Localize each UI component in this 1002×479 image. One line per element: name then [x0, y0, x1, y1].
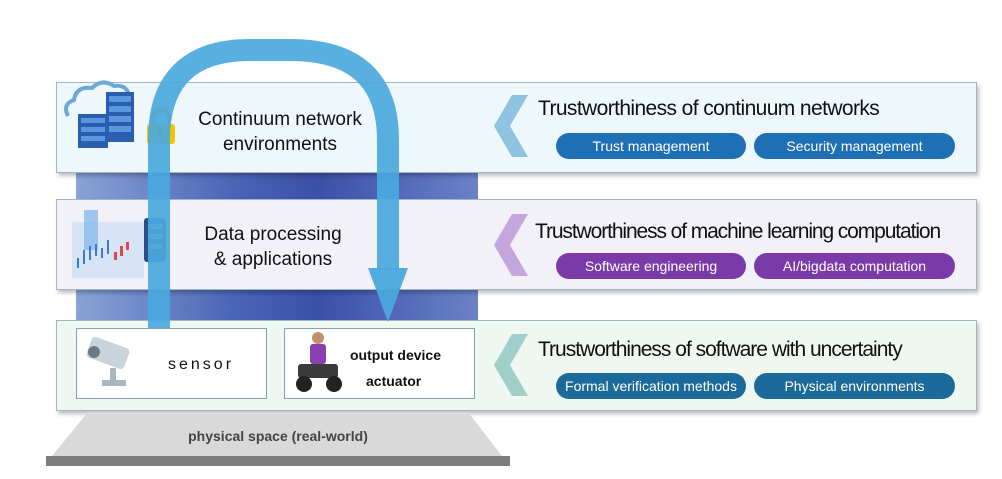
physical-space-base	[46, 412, 510, 466]
security-management-pill: Security management	[754, 133, 955, 159]
layer3-right-title: Trustworthiness of software with uncerta…	[538, 338, 903, 361]
physical-environments-pill: Physical environments	[754, 373, 955, 399]
trust-management-pill: Trust management	[556, 133, 746, 159]
sensor-label: sensor	[168, 356, 235, 373]
layer1-title: Continuum network environments	[175, 107, 385, 157]
chevron-left-icon	[494, 334, 528, 396]
ai-bigdata-pill: AI/bigdata computation	[754, 253, 955, 279]
physical-space-label: physical space (real-world)	[188, 428, 368, 444]
actuator-label: actuator	[366, 373, 422, 389]
layer1-right-title: Trustworthiness of continuum networks	[538, 97, 880, 120]
layer1-title-line2: environments	[222, 134, 338, 155]
layer2-title-line1: Data processing	[204, 224, 342, 245]
chevron-left-icon	[494, 214, 528, 276]
layer2-right-title: Trustworthiness of machine learning comp…	[535, 220, 941, 243]
output-device-label: output device	[350, 347, 442, 363]
formal-verification-pill: Formal verification methods	[556, 373, 746, 399]
camera-sensor-icon	[86, 336, 130, 386]
layer1-title-line1: Continuum network	[198, 109, 362, 130]
layer2-title: Data processing & applications	[168, 222, 378, 272]
chevron-left-icon	[494, 95, 528, 157]
layer2-title-line2: & applications	[213, 249, 333, 270]
cloud-server-icon	[64, 80, 134, 148]
software-engineering-pill: Software engineering	[556, 253, 746, 279]
flow-arrow-icon	[148, 39, 408, 330]
wheelchair-actuator-icon	[296, 332, 342, 392]
